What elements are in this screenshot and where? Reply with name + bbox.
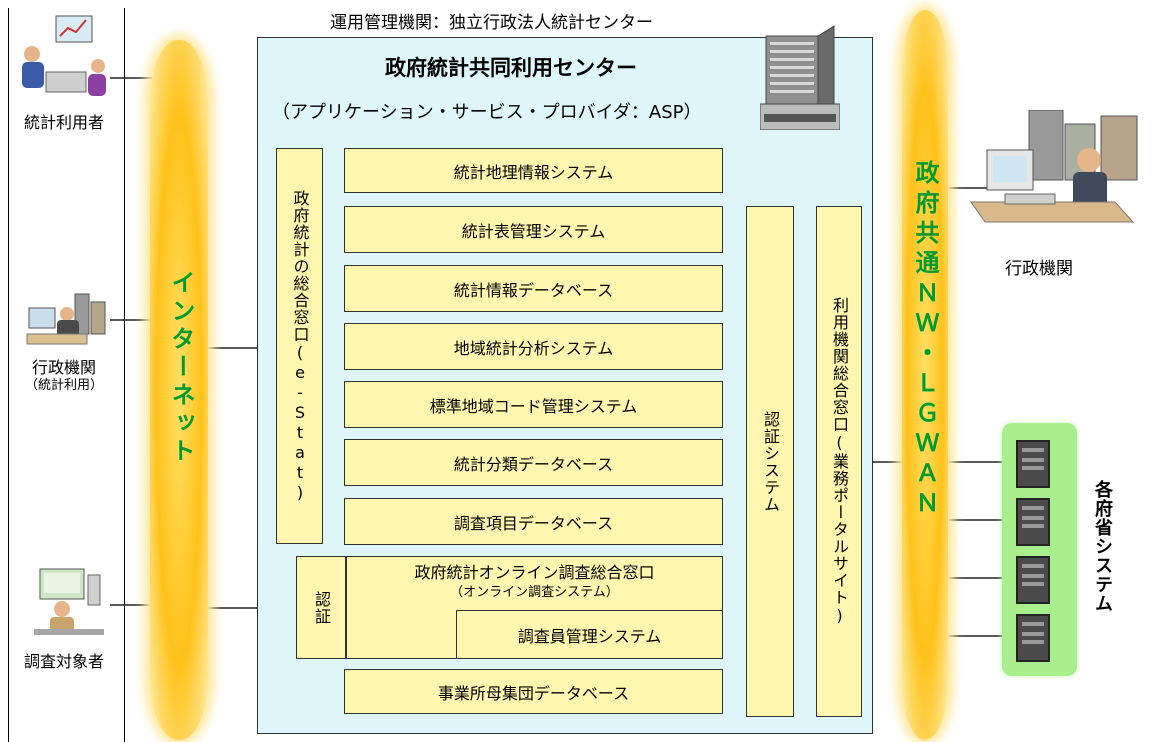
enumerator-management-system[interactable]: 調査員管理システム	[456, 610, 723, 659]
server-icon	[1016, 440, 1050, 488]
server-icon	[1016, 614, 1050, 662]
business-portal[interactable]: 利用機関総合窓口(業務ポータルサイト)	[816, 206, 862, 717]
auth-small-box[interactable]: 認証	[296, 556, 346, 659]
system-box-classification-db[interactable]: 統計分類データベース	[344, 439, 723, 486]
admin-org-left-icon	[25, 290, 111, 350]
system-box-regional-analysis[interactable]: 地域統計分析システム	[344, 323, 723, 370]
ministry-systems-label: 各府省システム	[1092, 480, 1113, 613]
system-label: 統計情報データベース	[453, 280, 614, 300]
system-label: 地域統計分析システム	[453, 338, 614, 358]
system-label: 統計表管理システム	[461, 221, 606, 241]
e-stat-window-label: 政府統計の総合窓口(e-Stat)	[290, 189, 310, 503]
respondents-label: 調査対象者	[23, 652, 104, 671]
center-subtitle: （アプリケーション・サービス・プロバイダ：ASP）	[272, 102, 702, 123]
enumerator-label: 調査員管理システム	[517, 626, 662, 646]
server-icon	[1016, 556, 1050, 604]
admin-org-right-label: 行政機関	[1005, 259, 1073, 279]
left-user-column	[8, 8, 125, 742]
statistics-users-label: 統計利用者	[23, 113, 104, 132]
internet-label: インターネット	[167, 270, 195, 466]
system-label: 統計地理情報システム	[453, 162, 614, 182]
admin-org-left-label: 行政機関	[31, 358, 96, 377]
business-portal-label: 利用機関総合窓口(業務ポータルサイト)	[830, 297, 849, 626]
internet-cloud	[150, 40, 208, 740]
operator-label: 運用管理機関：独立行政法人統計センター	[330, 13, 653, 33]
e-stat-window[interactable]: 政府統計の総合窓口(e-Stat)	[276, 148, 323, 544]
system-label: 標準地域コード管理システム	[429, 396, 638, 416]
center-title: 政府統計共同利用センター	[385, 56, 637, 80]
establishment-database[interactable]: 事業所母集団データベース	[344, 669, 723, 714]
system-box-table-management[interactable]: 統計表管理システム	[344, 206, 723, 253]
statistics-users-icon	[16, 12, 108, 102]
auth-system-label: 認証システム	[761, 410, 780, 513]
system-box-survey-items-db[interactable]: 調査項目データベース	[344, 498, 723, 545]
system-box-geographic[interactable]: 統計地理情報システム	[344, 148, 723, 193]
establishment-db-label: 事業所母集団データベース	[437, 683, 630, 703]
server-icon	[1016, 498, 1050, 546]
online-survey-title: 政府統計オンライン調査総合窓口	[414, 563, 655, 582]
admin-org-left-note: （統計利用）	[24, 378, 103, 393]
building-icon	[759, 18, 841, 131]
auth-small-label: 認証	[312, 590, 331, 625]
online-survey-subtitle: （オンライン調査システム）	[450, 585, 619, 600]
system-box-area-code[interactable]: 標準地域コード管理システム	[344, 381, 723, 428]
admin-org-right-icon	[965, 109, 1161, 240]
respondents-icon	[30, 565, 110, 640]
auth-system[interactable]: 認証システム	[746, 206, 794, 717]
gov-network-label: 政府共通ＮＷ・ＬＧＷＡＮ	[911, 160, 939, 520]
system-label: 統計分類データベース	[453, 454, 614, 474]
system-box-info-database[interactable]: 統計情報データベース	[344, 265, 723, 312]
system-label: 調査項目データベース	[453, 513, 614, 533]
gov-network-cloud	[902, 10, 948, 740]
